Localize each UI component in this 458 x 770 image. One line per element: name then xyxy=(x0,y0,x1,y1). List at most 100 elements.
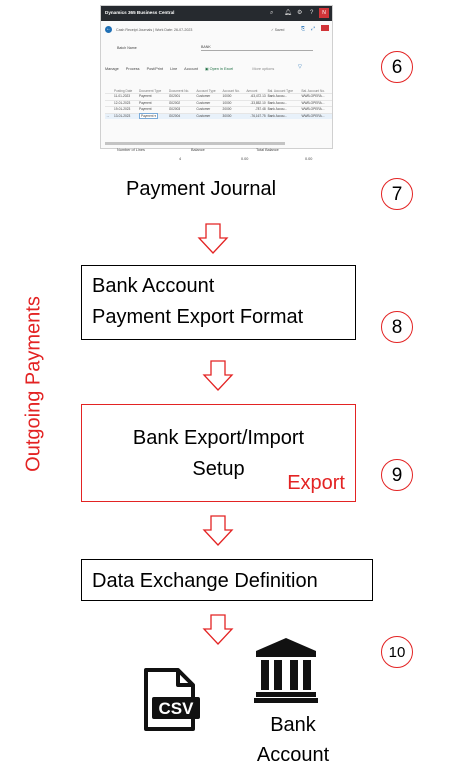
cell: 30000 xyxy=(221,112,246,119)
business-central-screenshot: Dynamics 365 Business Central ⌕ 🔔︎ ⚙ ? N… xyxy=(100,5,333,149)
step10-label: Data Exchange Definition xyxy=(92,570,318,592)
cell: Bank Accou... xyxy=(266,106,301,113)
search-icon[interactable]: ⌕ xyxy=(270,10,274,16)
cell: Payment xyxy=(137,106,168,113)
bell-icon[interactable]: 🔔︎ xyxy=(284,10,292,16)
horizontal-scrollbar[interactable] xyxy=(105,142,285,145)
cell: Customer xyxy=(195,99,222,107)
menu-process[interactable]: Process xyxy=(125,67,140,71)
batch-name-label: Batch Name xyxy=(117,46,137,50)
export-tag: Export xyxy=(287,472,345,494)
col-bal-account-type[interactable]: Bal. Account Type xyxy=(267,88,294,93)
cell: -787.48 xyxy=(245,106,267,113)
cell: WWB-OPERA... xyxy=(300,106,332,113)
bank-export-import-setup-box: Bank Export/Import Setup Export xyxy=(81,404,356,502)
cell: -76,167.75 xyxy=(245,112,267,119)
bank-account-label: Bank Account xyxy=(256,714,330,766)
col-account-no[interactable]: Account No. xyxy=(222,88,240,93)
col-document-type[interactable]: Document Type xyxy=(138,88,162,93)
cell: 20000 xyxy=(221,106,246,113)
cell: Customer xyxy=(195,106,222,113)
document-type-dropdown[interactable]: Payment ▾ xyxy=(137,112,168,119)
col-posting-date[interactable]: Posting Date xyxy=(114,88,133,93)
step-number-9: 9 xyxy=(381,459,413,491)
expand-icon[interactable]: ⤢ xyxy=(311,26,316,32)
bookmark-icon[interactable]: ⎘ xyxy=(301,26,306,32)
down-arrow-icon xyxy=(202,614,234,645)
cell: Bank Accou... xyxy=(266,93,301,100)
menu-manage[interactable]: Manage xyxy=(105,67,119,71)
step-number-6: 6 xyxy=(381,51,413,83)
cell: Bank Accou... xyxy=(266,99,301,107)
close-button[interactable] xyxy=(321,25,329,31)
col-account-type[interactable]: Account Type xyxy=(196,88,216,93)
table-row[interactable]: 12-01-2023 Payment G02002 Customer 10000… xyxy=(105,99,332,107)
step-number-8: 8 xyxy=(381,311,413,343)
cell: G02001 xyxy=(167,93,196,100)
table-row[interactable]: 19-01-2023 Payment G02003 Customer 20000… xyxy=(105,106,332,113)
csv-file-icon: CSV xyxy=(144,668,200,731)
step9-line1: Bank Export/Import xyxy=(132,427,305,449)
total-balance-value: 0.00 xyxy=(305,157,313,161)
payment-journal-label: Payment Journal xyxy=(126,178,277,200)
bank-account-payment-export-format-box: Bank Account Payment Export Format xyxy=(81,265,356,340)
open-in-excel-button[interactable]: ▣ Open in Excel xyxy=(204,67,234,71)
menu-account[interactable]: Account xyxy=(184,67,198,71)
col-bal-account-no[interactable]: Bal. Account No. xyxy=(301,88,326,93)
balance-value: 0.00 xyxy=(241,157,249,161)
cell: Bank Accou... xyxy=(266,112,301,119)
filter-icon[interactable]: ▽ xyxy=(298,64,302,70)
menu-post-print[interactable]: Post/Print xyxy=(146,67,164,71)
cell: 10000 xyxy=(221,99,246,107)
journal-totals: Number of Lines Balance Total Balance 4 … xyxy=(117,148,332,162)
cell: Customer xyxy=(195,93,222,100)
menu-line[interactable]: Line xyxy=(170,67,178,71)
step8-line2: Payment Export Format xyxy=(92,306,304,328)
cell: -33,852.10 xyxy=(245,99,267,107)
data-exchange-definition-box: Data Exchange Definition xyxy=(81,559,373,601)
cell: -63,472.13 xyxy=(245,93,267,100)
cell: 13-01-2023 xyxy=(113,112,138,119)
number-of-lines-label: Number of Lines xyxy=(117,148,145,152)
cell: Payment xyxy=(137,93,168,100)
cell: 11-01-2023 xyxy=(113,93,138,100)
bank-building-icon xyxy=(254,638,318,703)
table-row[interactable]: 11-01-2023 Payment G02001 Customer 10000… xyxy=(105,93,332,100)
down-arrow-icon xyxy=(202,360,234,391)
back-button[interactable]: ← xyxy=(105,26,112,33)
cell: 10000 xyxy=(221,93,246,100)
col-document-no[interactable]: Document No. xyxy=(168,88,190,93)
batch-name-field[interactable]: BANK xyxy=(201,44,313,51)
cell: G02002 xyxy=(167,99,196,107)
balance-label: Balance xyxy=(191,148,205,152)
avatar[interactable]: N xyxy=(319,8,329,18)
gear-icon[interactable]: ⚙ xyxy=(297,10,303,16)
saved-status: ✓ Saved xyxy=(271,28,285,32)
cell: WWB-OPERA... xyxy=(300,93,332,100)
help-icon[interactable]: ? xyxy=(310,10,314,16)
down-arrow-icon xyxy=(202,515,234,546)
row-indicator-icon: → xyxy=(105,112,113,119)
col-amount[interactable]: Amount xyxy=(246,88,258,93)
step9-line2: Setup xyxy=(192,458,245,480)
table-row-selected[interactable]: → 13-01-2023 Payment ▾ G02004 Customer 3… xyxy=(105,112,332,119)
cell: WWB-OPERA... xyxy=(300,99,332,107)
breadcrumb: Cash Receipt Journals | Work Date: 26-07… xyxy=(116,28,193,32)
csv-label: CSV xyxy=(159,699,195,718)
bc-brand: Dynamics 365 Business Central xyxy=(105,10,175,15)
number-of-lines-value: 4 xyxy=(179,157,182,161)
down-arrow-icon xyxy=(197,223,229,254)
bc-top-bar: Dynamics 365 Business Central ⌕ 🔔︎ ⚙ ? N xyxy=(101,6,332,21)
total-balance-label: Total Balance xyxy=(256,148,279,152)
step8-line1: Bank Account xyxy=(92,275,215,297)
step-number-7: 7 xyxy=(381,178,413,210)
cell: 19-01-2023 xyxy=(113,106,138,113)
action-bar: Manage Process Post/Print Line Account ▣… xyxy=(105,66,280,71)
cell: G02004 xyxy=(167,112,196,119)
cell: Payment xyxy=(137,99,168,107)
more-options-button[interactable]: More options xyxy=(252,67,275,71)
journal-lines-grid: Posting Date Document Type Document No. … xyxy=(105,84,332,119)
cell: G02003 xyxy=(167,106,196,113)
cell: Customer xyxy=(195,112,222,119)
cell: 12-01-2023 xyxy=(113,99,138,107)
